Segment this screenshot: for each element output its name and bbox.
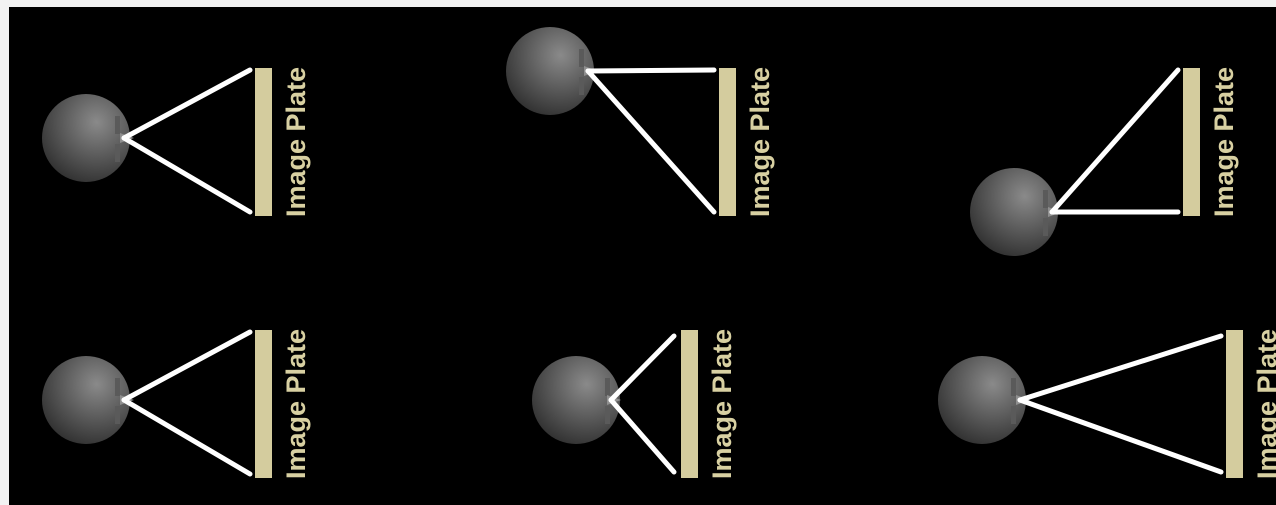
view-ray-bottom bbox=[121, 397, 253, 477]
view-ray-bottom bbox=[1017, 397, 1224, 475]
image-plate bbox=[1226, 330, 1243, 478]
pupil-mark-top bbox=[115, 378, 120, 396]
view-ray-bottom bbox=[585, 68, 717, 215]
pupil-mark-top bbox=[605, 378, 610, 396]
eye-icon bbox=[42, 356, 130, 444]
eye-icon bbox=[970, 168, 1058, 256]
view-ray-top bbox=[585, 67, 717, 74]
image-plate-label: Image Plate bbox=[745, 67, 775, 217]
view-ray-bottom bbox=[608, 397, 677, 475]
pupil-mark-top bbox=[1011, 378, 1016, 396]
pupil-mark-top bbox=[1043, 190, 1048, 208]
pupil-mark-bottom bbox=[605, 406, 610, 424]
view-ray-bottom bbox=[121, 135, 253, 215]
view-ray-top bbox=[608, 333, 677, 403]
image-plate-label: Image Plate bbox=[281, 67, 311, 217]
eye-icon bbox=[506, 27, 594, 115]
image-plate-label: Image Plate bbox=[1252, 329, 1276, 479]
pupil-mark-top bbox=[579, 49, 584, 67]
pupil-mark-bottom bbox=[115, 406, 120, 424]
eye-icon bbox=[938, 356, 1026, 444]
pupil-mark-top bbox=[115, 116, 120, 134]
image-plate bbox=[255, 68, 272, 216]
viewing-panel: Image Plate bbox=[506, 27, 775, 217]
viewing-panel: Image Plate bbox=[42, 329, 311, 479]
pupil-mark-bottom bbox=[1043, 218, 1048, 236]
view-ray-top bbox=[1017, 333, 1224, 403]
image-plate-label: Image Plate bbox=[707, 329, 737, 479]
viewing-panel: Image Plate bbox=[970, 67, 1239, 256]
eye-icon bbox=[42, 94, 130, 182]
image-plate-label: Image Plate bbox=[1209, 67, 1239, 217]
view-ray-top bbox=[121, 67, 253, 141]
view-ray-top bbox=[121, 329, 253, 403]
viewing-panel: Image Plate bbox=[42, 67, 311, 217]
image-plate bbox=[255, 330, 272, 478]
viewing-panel: Image Plate bbox=[532, 329, 737, 479]
image-plate bbox=[1183, 68, 1200, 216]
eye-icon bbox=[532, 356, 620, 444]
viewing-panel: Image Plate bbox=[938, 329, 1276, 479]
image-plate-label: Image Plate bbox=[281, 329, 311, 479]
pupil-mark-bottom bbox=[579, 77, 584, 95]
image-plate bbox=[719, 68, 736, 216]
image-plate bbox=[681, 330, 698, 478]
view-ray-top bbox=[1049, 67, 1181, 215]
pupil-mark-bottom bbox=[115, 144, 120, 162]
pupil-mark-bottom bbox=[1011, 406, 1016, 424]
